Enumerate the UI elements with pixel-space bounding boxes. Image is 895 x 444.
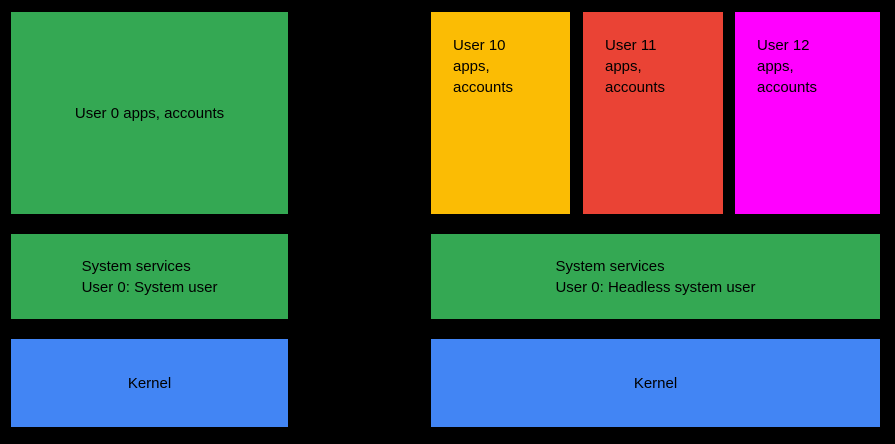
right-kernel-label: Kernel [633,374,678,392]
right-user10-apps-box: User 10 apps, accounts [431,12,570,214]
right-system-services-label: System services User 0: Headless system … [555,257,756,296]
right-user11-apps-label: User 11 apps, accounts [605,37,666,96]
right-kernel-box: Kernel [431,339,880,427]
left-kernel-label: Kernel [127,374,172,392]
left-system-services-box: System services User 0: System user [11,234,288,319]
left-user0-apps-label: User 0 apps, accounts [74,104,225,122]
left-system-services-label: System services User 0: System user [81,257,218,296]
right-user11-apps-box: User 11 apps, accounts [583,12,723,214]
right-user12-apps-label: User 12 apps, accounts [757,37,818,96]
right-user12-apps-box: User 12 apps, accounts [735,12,880,214]
left-user0-apps-box: User 0 apps, accounts [11,12,288,214]
right-system-services-box: System services User 0: Headless system … [431,234,880,319]
right-user10-apps-label: User 10 apps, accounts [453,37,514,96]
left-kernel-box: Kernel [11,339,288,427]
